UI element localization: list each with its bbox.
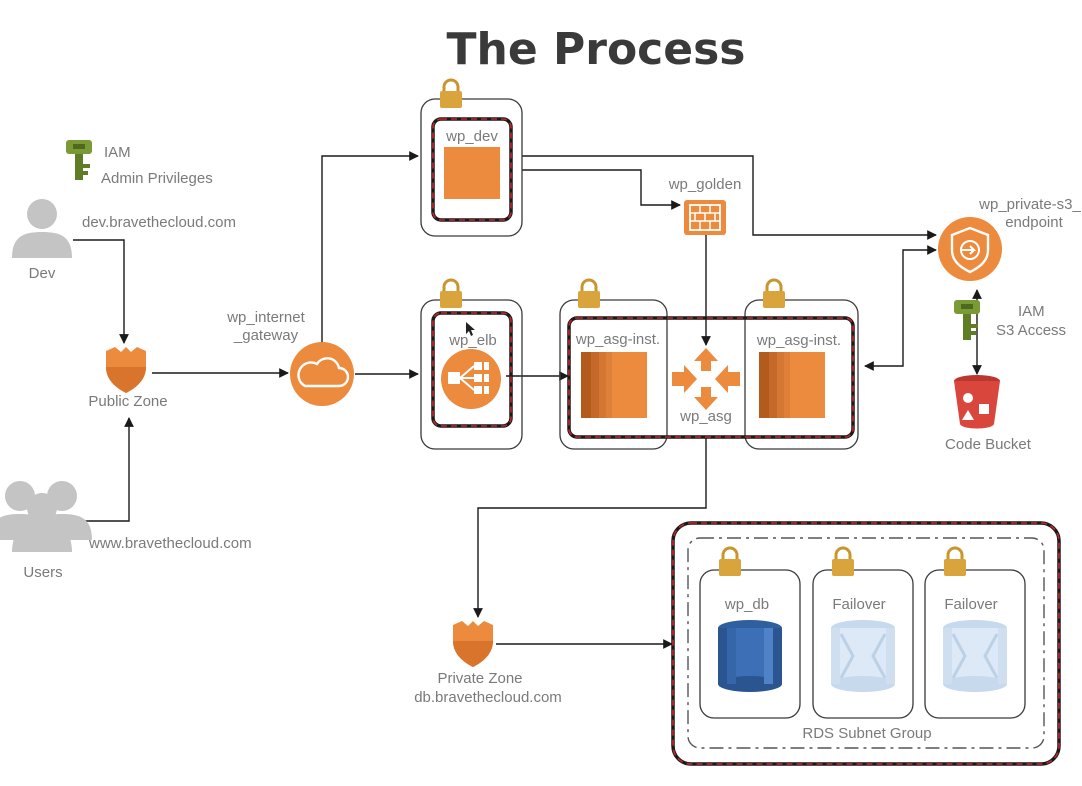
dev-label: Dev [29, 265, 56, 282]
ec2-instance-icon [444, 147, 500, 199]
public-zone-label: Public Zone [88, 393, 167, 410]
diagram-title: The Process [447, 24, 746, 75]
db-domain-label: db.bravethecloud.com [414, 689, 562, 706]
rds-database-icon [941, 618, 1009, 694]
wp-dev-to-s3-endpoint [522, 155, 937, 240]
s3-endpoint-label-1: wp_private-s3_ [978, 196, 1081, 213]
wp-dev-to-golden [522, 169, 681, 210]
route53-shield-icon [106, 347, 146, 393]
internet-gateway-cloud-icon [290, 342, 354, 406]
s3-endpoint-label-2: endpoint [1005, 214, 1063, 231]
mouse-cursor-icon [466, 322, 475, 336]
asg-inst-right-label: wp_asg-inst. [756, 332, 841, 349]
wp-elb-group: wp_elb [420, 278, 523, 450]
wp-elb-label: wp_elb [448, 332, 497, 349]
route53-shield-icon-private [453, 621, 493, 667]
asg-inst-left-label: wp_asg-inst. [575, 331, 660, 348]
users-to-public-zone [80, 417, 134, 522]
lock-icon [717, 546, 743, 578]
users-group-icon [0, 481, 92, 552]
rds-subnet-group-label: RDS Subnet Group [802, 725, 931, 742]
lock-icon [830, 546, 856, 578]
s3-access-label: S3 Access [996, 322, 1066, 339]
wp-golden-label: wp_golden [668, 176, 742, 193]
load-balancer-icon [441, 349, 501, 409]
www-domain-label: www.bravethecloud.com [88, 535, 252, 552]
auto-scaling-arrows-icon [672, 348, 740, 410]
wp-asg-label: wp_asg [679, 408, 732, 425]
iam-key-icon-s3 [954, 300, 980, 340]
wp-dev-label: wp_dev [445, 128, 498, 145]
igw-label-2: _gateway [233, 327, 299, 344]
wp-dev-group: wp_dev [420, 78, 523, 237]
lock-icon [438, 278, 464, 310]
wp-db-label: wp_db [724, 596, 769, 613]
iam-admin-label: IAM [104, 144, 131, 161]
failover-1-label: Failover [832, 596, 885, 613]
lock-icon [761, 278, 787, 310]
lock-icon [942, 546, 968, 578]
asg-to-private-zone [473, 436, 707, 618]
ec2-instance-icon [581, 352, 647, 418]
rds-subnet-group: wp_db Failover Failover RDS Subnet Group [671, 521, 1061, 766]
iam-s3-label: IAM [1018, 303, 1045, 320]
igw-to-wp-dev [321, 151, 419, 342]
asg-to-s3-endpoint [864, 245, 937, 371]
code-bucket-label: Code Bucket [945, 436, 1032, 453]
private-zone-label: Private Zone [437, 670, 522, 687]
ami-golden-image-icon [684, 200, 726, 235]
dev-to-public-zone [73, 239, 129, 344]
admin-privileges-label: Admin Privileges [101, 170, 213, 187]
iam-key-icon [66, 140, 92, 180]
wp-asg-group: wp_asg-inst. wp_asg-inst. wp_asg [559, 278, 859, 450]
failover-2-label: Failover [944, 596, 997, 613]
lock-icon [576, 278, 602, 310]
dev-domain-label: dev.bravethecloud.com [82, 214, 236, 231]
vpc-endpoint-icon [938, 217, 1002, 281]
lock-icon [438, 78, 464, 110]
user-icon [12, 199, 72, 258]
rds-database-icon [718, 620, 782, 692]
rds-database-icon [829, 618, 897, 694]
users-label: Users [23, 564, 62, 581]
ec2-instance-icon [759, 352, 825, 418]
igw-label-1: wp_internet [226, 309, 305, 326]
s3-bucket-icon [954, 375, 1000, 429]
